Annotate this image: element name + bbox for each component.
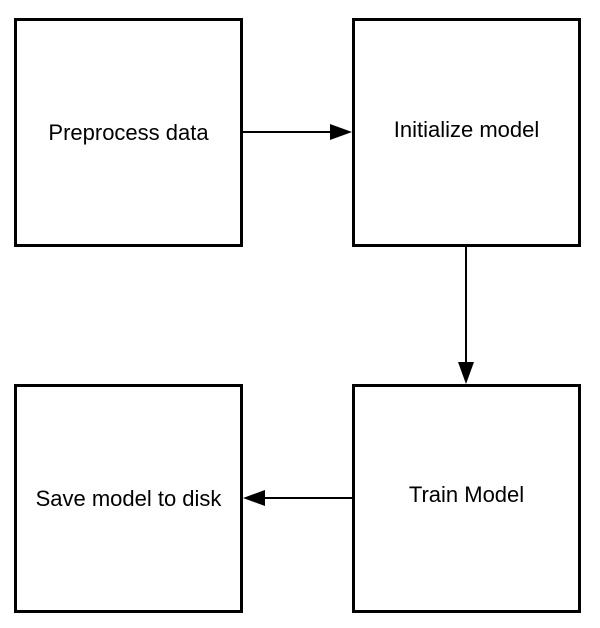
node-label: Train Model (408, 481, 525, 507)
arrow-preprocess-to-initialize (243, 124, 352, 140)
node-save-model: Save model to disk (14, 384, 243, 613)
arrow-train-to-save (243, 490, 352, 506)
node-label: Initialize model (393, 116, 540, 142)
node-preprocess-data: Preprocess data (14, 18, 243, 247)
node-train-model: Train Model (352, 384, 581, 613)
node-label: Save model to disk (35, 485, 222, 511)
node-label: Preprocess data (48, 119, 209, 145)
arrow-initialize-to-train (458, 247, 474, 384)
node-initialize-model: Initialize model (352, 18, 581, 247)
